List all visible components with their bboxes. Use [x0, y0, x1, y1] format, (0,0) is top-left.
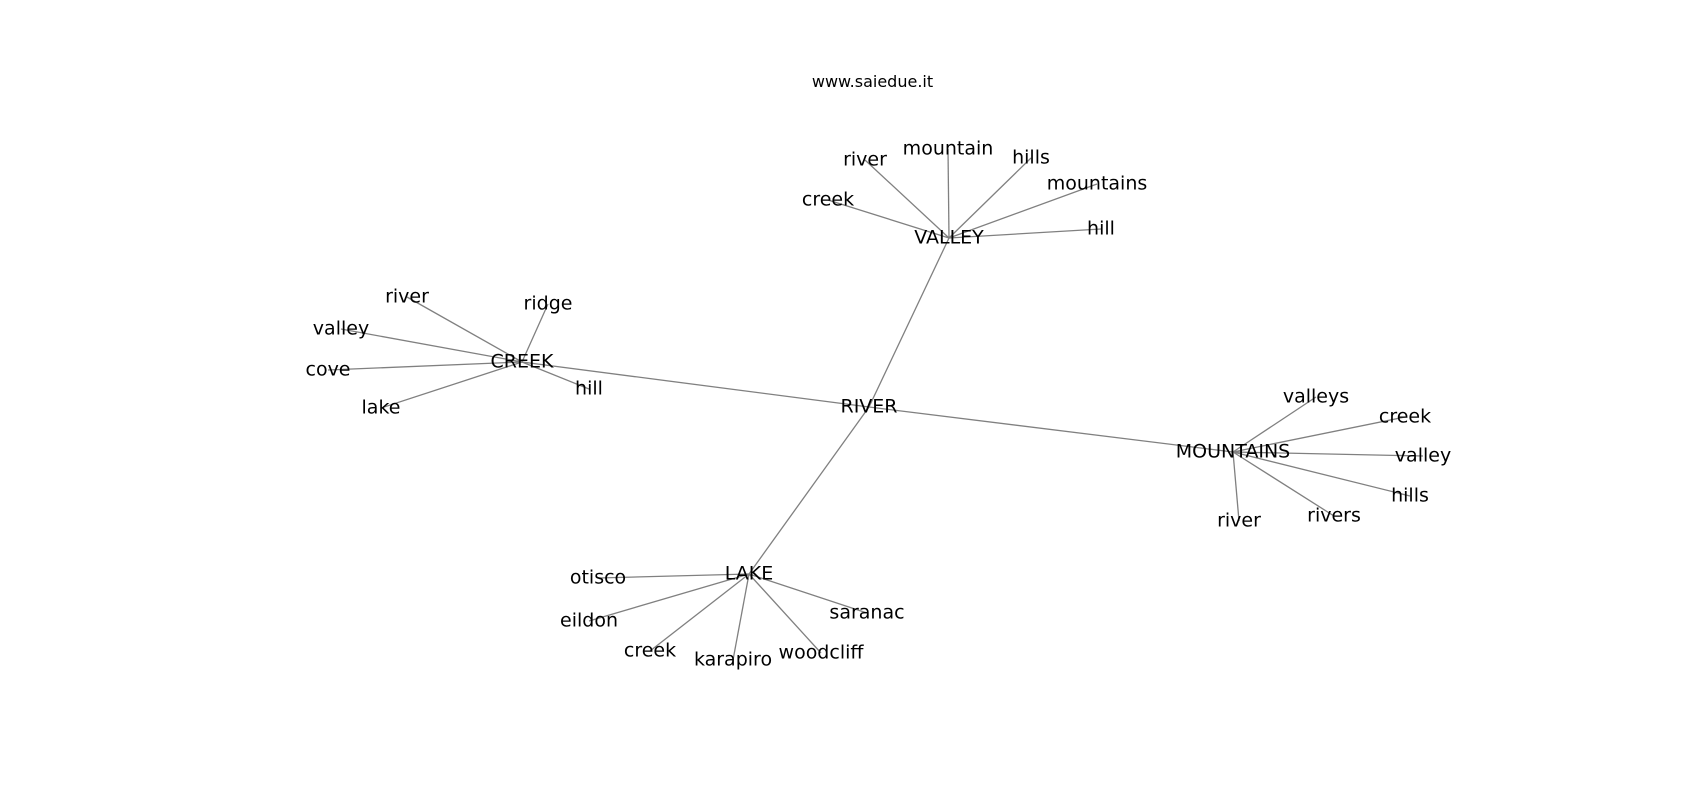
node-label-c_valley: valley [312, 317, 370, 340]
edge-creek_hub-c_river [406, 296, 523, 363]
edge-creek_hub-c_lake [380, 361, 523, 409]
node-label-v_mountains: mountains [1046, 172, 1148, 195]
node-label-c_ridge: ridge [523, 292, 573, 315]
edge-valley_hub-v_river [864, 159, 950, 239]
edge-river_hub-creek_hub [521, 361, 870, 408]
edge-valley_hub-v_hill [948, 228, 1102, 239]
node-label-l_woodcliff: woodcliff [778, 641, 864, 664]
node-label-v_river: river [843, 148, 887, 171]
node-label-m_creek: creek [1378, 405, 1432, 428]
node-label-c_lake: lake [361, 396, 401, 419]
edge-mountains_hub-m_river [1232, 451, 1240, 522]
node-label-valley_hub: VALLEY [914, 226, 984, 249]
edge-valley_hub-v_mountains [948, 183, 1098, 239]
node-label-l_otisco: otisco [569, 566, 627, 589]
edge-mountains_hub-m_valleys [1232, 396, 1317, 453]
edge-mountains_hub-m_creek [1232, 416, 1406, 453]
edge-creek_hub-c_valley [340, 328, 523, 363]
node-label-river_hub: RIVER [840, 395, 898, 418]
edge-lake_hub-l_karapiro [732, 573, 750, 661]
node-label-m_rivers: rivers [1307, 504, 1361, 527]
edge-river_hub-mountains_hub [868, 406, 1234, 453]
node-label-lake_hub: LAKE [724, 562, 774, 585]
node-label-mountains_hub: MOUNTAINS [1175, 440, 1291, 463]
edge-lake_hub-l_woodcliff [748, 573, 822, 654]
edge-mountains_hub-m_rivers [1232, 451, 1335, 517]
edge-creek_hub-c_cove [327, 361, 523, 371]
edge-valley_hub-v_creek [827, 199, 950, 239]
node-label-m_hills: hills [1391, 484, 1429, 507]
edge-valley_hub-v_hills [948, 157, 1032, 239]
node-label-v_hill: hill [1087, 217, 1115, 240]
node-label-m_river: river [1217, 509, 1261, 532]
edge-mountains_hub-m_valley [1232, 451, 1424, 457]
node-label-c_cove: cove [305, 358, 351, 381]
node-label-l_eildon: eildon [560, 609, 618, 632]
edge-lake_hub-l_creek [649, 573, 750, 652]
edge-creek_hub-c_ridge [521, 303, 549, 363]
edge-river_hub-lake_hub [748, 406, 870, 575]
node-label-m_valleys: valleys [1282, 385, 1350, 408]
edge-creek_hub-c_hill [521, 361, 590, 390]
node-label-creek_hub: CREEK [490, 350, 554, 373]
node-label-l_saranac: saranac [829, 601, 905, 624]
edge-mountains_hub-m_hills [1232, 451, 1411, 497]
edge-lake_hub-l_otisco [597, 573, 750, 579]
node-label-v_creek: creek [801, 188, 855, 211]
node-label-c_hill: hill [575, 377, 603, 400]
watermark-text: www.saiedue.it [811, 72, 934, 91]
edge-lake_hub-l_saranac [748, 573, 868, 614]
node-label-v_hills: hills [1012, 146, 1050, 169]
node-label-l_karapiro: karapiro [693, 648, 773, 671]
node-label-v_mountain: mountain [902, 137, 994, 160]
edge-valley_hub-v_mountain [947, 148, 950, 239]
node-label-m_valley: valley [1394, 444, 1452, 467]
edge-river_hub-valley_hub [868, 237, 950, 408]
node-label-c_river: river [385, 285, 429, 308]
node-label-l_creek: creek [623, 639, 677, 662]
edge-lake_hub-l_eildon [588, 573, 750, 622]
